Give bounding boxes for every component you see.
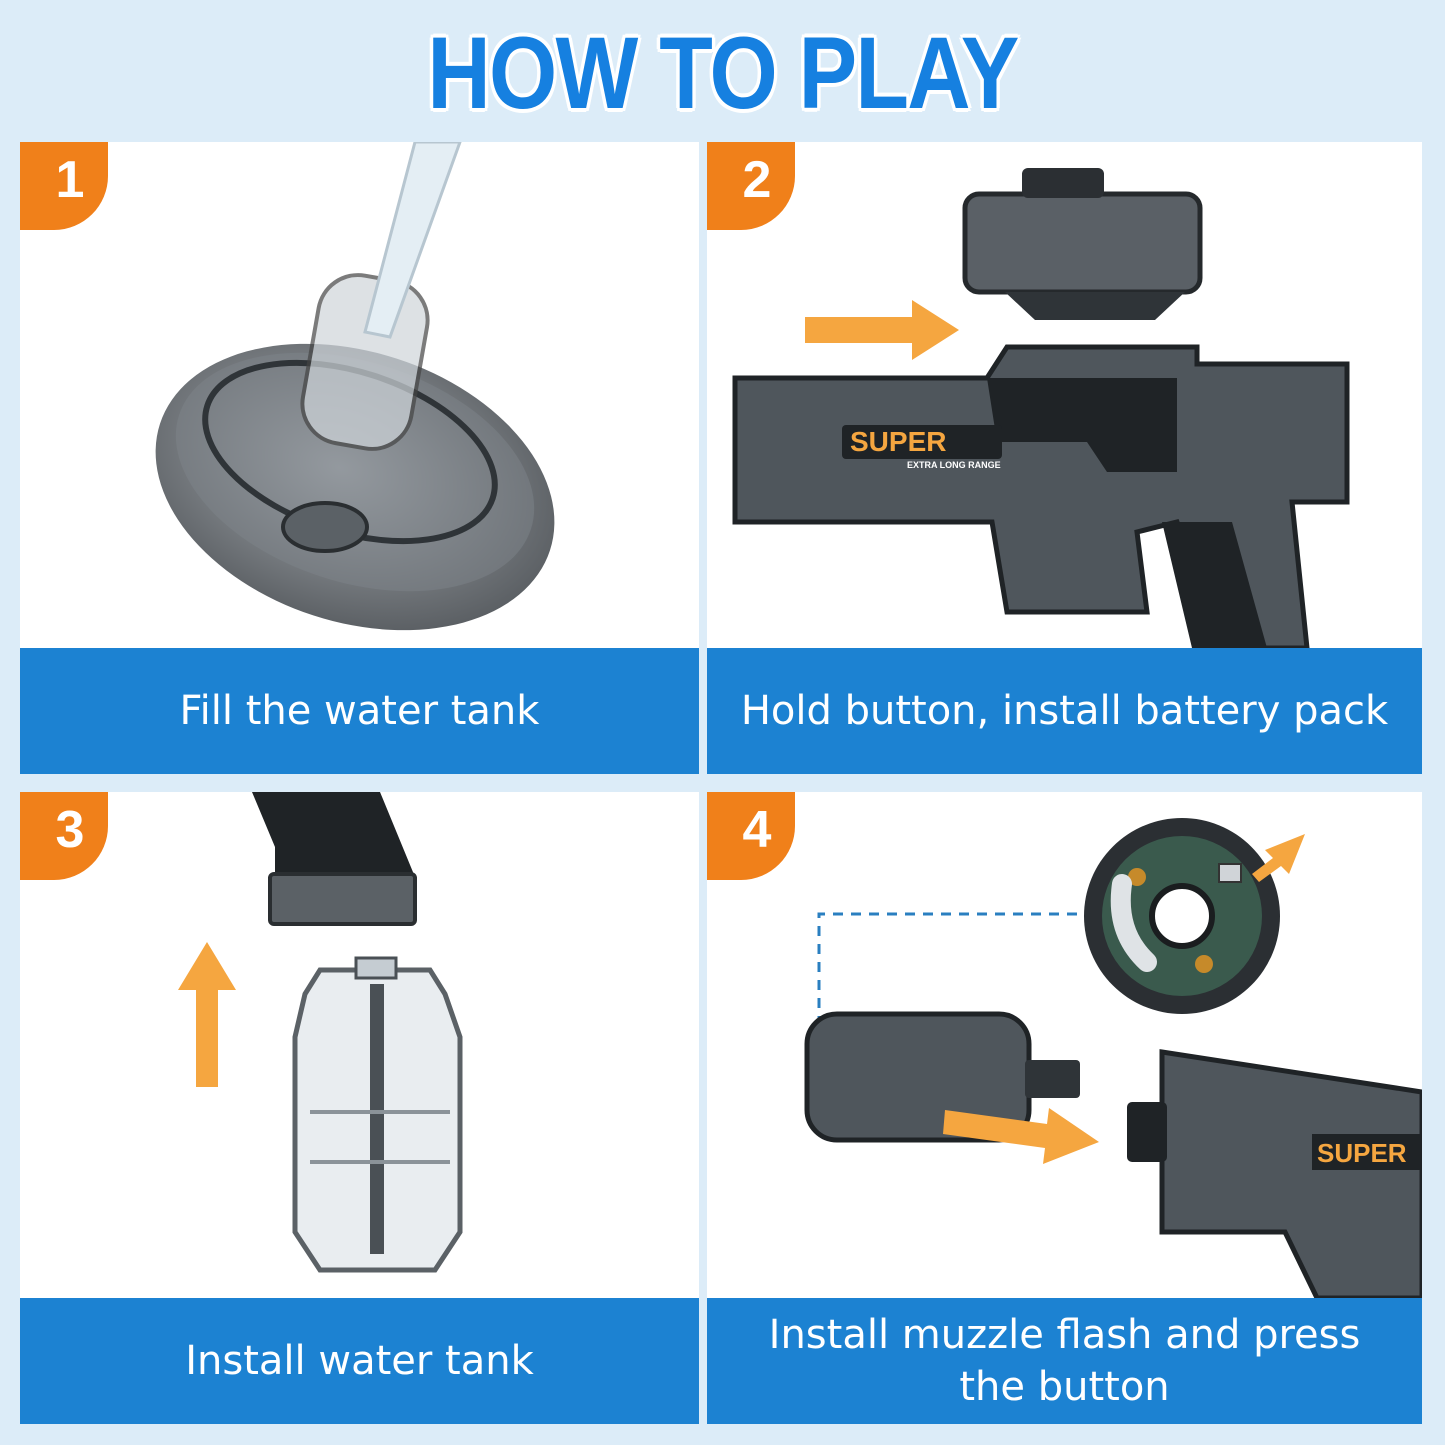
- step-number: 1: [55, 151, 85, 209]
- step-panel-1: 1 Fill the water tank: [20, 142, 699, 774]
- water-tank-drum-icon: [155, 142, 555, 631]
- step-caption: Install water tank: [185, 1338, 534, 1384]
- step-caption-bar: Install muzzle flash and press the butto…: [707, 1298, 1422, 1424]
- step-caption: Install muzzle flash and press the butto…: [768, 1312, 1361, 1410]
- step-number: 2: [742, 151, 772, 209]
- step-caption: Fill the water tank: [179, 688, 540, 734]
- step-caption-bar: Hold button, install battery pack: [707, 648, 1422, 774]
- step-number-badge: 1: [20, 142, 108, 230]
- step-caption: Hold button, install battery pack: [740, 688, 1389, 734]
- brand-subtitle: EXTRA LONG RANGE: [907, 460, 1001, 470]
- scope-and-blaster-icon: SUPER EXTRA LONG RANGE: [732, 168, 1350, 648]
- step-panel-3: 3 Install water tank: [20, 792, 699, 1424]
- page-title: HOW TO PLAY: [427, 16, 1019, 130]
- brand-label: SUPER: [1317, 1138, 1407, 1168]
- step-panel-2: SUPER EXTRA LONG RANGE 2 Hold button, in…: [707, 142, 1422, 774]
- water-tank-magazine-icon: [178, 792, 463, 1273]
- step-number: 3: [55, 801, 85, 859]
- brand-label: SUPER: [850, 426, 946, 457]
- step-number: 4: [742, 801, 772, 859]
- step-caption-bar: Install water tank: [20, 1298, 699, 1424]
- step-panel-4: SUPER 4 Install muzzle flash and press t…: [707, 792, 1422, 1424]
- muzzle-flash-icon: SUPER: [804, 818, 1422, 1298]
- step-caption-bar: Fill the water tank: [20, 648, 699, 774]
